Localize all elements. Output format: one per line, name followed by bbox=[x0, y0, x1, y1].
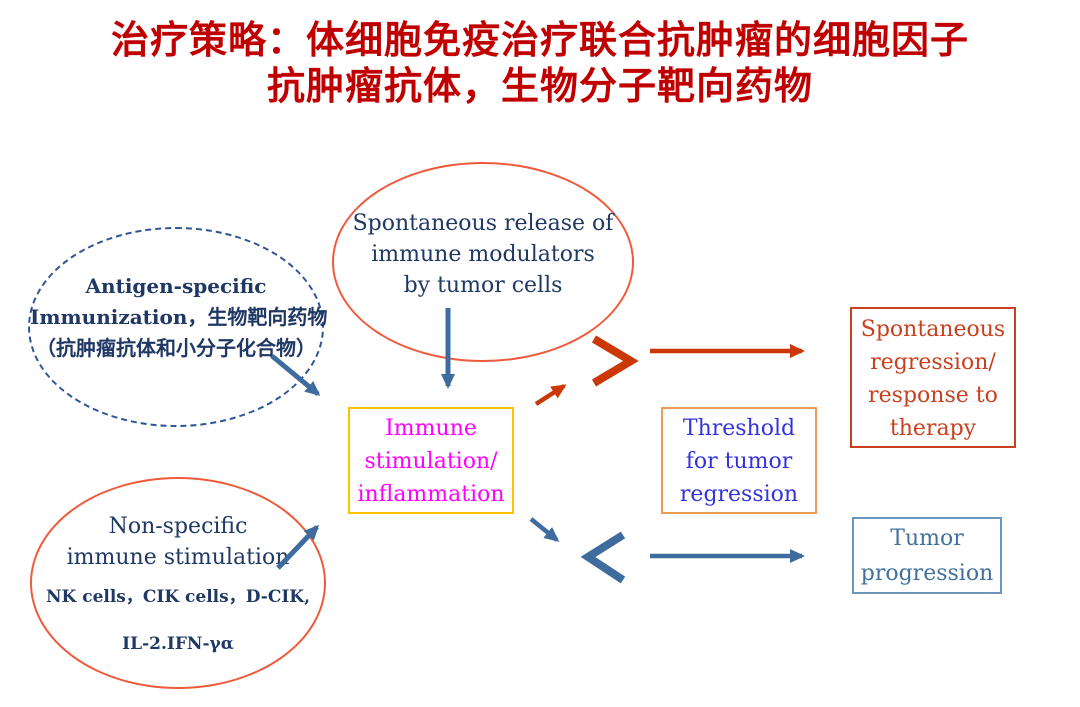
immune-box-line1: Immune bbox=[385, 416, 477, 441]
tumor-progression-box: Tumor progression bbox=[852, 517, 1002, 594]
release-ellipse-line3: by tumor cells bbox=[403, 273, 563, 298]
threshold-box-line2: for tumor bbox=[685, 449, 793, 474]
immune-box-line2: stimulation/ bbox=[364, 449, 498, 474]
nonspecific-ellipse-line4: IL-2.IFN-γα bbox=[122, 634, 234, 654]
regression-box-line4: therapy bbox=[889, 416, 977, 441]
slide-title: 治疗策略：体细胞免疫治疗联合抗肿瘤的细胞因子 抗肿瘤抗体，生物分子靶向药物 bbox=[0, 18, 1080, 111]
threshold-box-line3: regression bbox=[679, 482, 799, 507]
regression-box-line2: regression/ bbox=[870, 350, 996, 375]
antigen-ellipse-line1: Antigen-specific bbox=[85, 274, 267, 298]
progression-box-line1: Tumor bbox=[890, 526, 964, 551]
threshold-box: Threshold for tumor regression bbox=[661, 407, 817, 514]
regression-box-line3: response to bbox=[868, 383, 998, 408]
threshold-box-line1: Threshold bbox=[682, 416, 796, 441]
slide-title-line2: 抗肿瘤抗体，生物分子靶向药物 bbox=[266, 66, 813, 109]
immune-box-line3: inflammation bbox=[357, 482, 505, 507]
progression-box-line2: progression bbox=[860, 561, 994, 586]
nonspecific-ellipse-line1: Non-specific bbox=[108, 514, 248, 539]
regression-box-line1: Spontaneous bbox=[860, 317, 1006, 342]
nonspecific-stimulation-ellipse: Non-specific immune stimulation NK cells… bbox=[30, 477, 326, 689]
immune-stimulation-box: Immune stimulation/ inflammation bbox=[348, 407, 514, 514]
antigen-ellipse-line3: （抗肿瘤抗体和小分子化合物） bbox=[36, 336, 316, 360]
nonspecific-ellipse-line2: immune stimulation bbox=[66, 545, 290, 570]
release-ellipse-line2: immune modulators bbox=[371, 242, 595, 267]
release-ellipse-line1: Spontaneous release of bbox=[352, 211, 614, 236]
antigen-ellipse-line2: Immunization，生物靶向药物 bbox=[30, 305, 328, 329]
less-than-symbol bbox=[580, 531, 626, 584]
spontaneous-release-ellipse: Spontaneous release of immune modulators… bbox=[332, 162, 634, 362]
arrow-immune-to-less bbox=[529, 517, 560, 542]
greater-than-symbol bbox=[591, 335, 639, 387]
antigen-specific-ellipse: Antigen-specific Immunization，生物靶向药物 （抗肿… bbox=[28, 227, 328, 427]
slide-title-line1: 治疗策略：体细胞免疫治疗联合抗肿瘤的细胞因子 bbox=[110, 20, 969, 62]
nonspecific-ellipse-line3: NK cells，CIK cells，D-CIK, bbox=[45, 587, 310, 607]
arrow-immune-to-greater bbox=[534, 384, 567, 406]
spontaneous-regression-box: Spontaneous regression/ response to ther… bbox=[850, 307, 1016, 448]
